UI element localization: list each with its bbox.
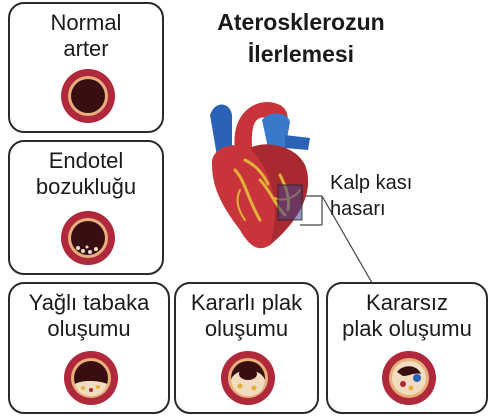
stage-panel-fatty-streak: Yağlı tabaka oluşumu: [8, 282, 170, 414]
title-line-2: İlerlemesi: [186, 38, 416, 70]
heart-label-line-1: Kalp kası: [330, 170, 412, 196]
title-line-1: Aterosklerozun: [186, 6, 416, 38]
stage-label-line-1: Normal: [10, 10, 162, 36]
unstable-plaque-artery-icon: [381, 350, 437, 406]
stable-plaque-artery-icon: [220, 350, 276, 406]
stage-label: Yağlı tabaka oluşumu: [10, 290, 168, 342]
stage-panel-endothelial-dysfunction: Endotel bozukluğu: [8, 140, 164, 275]
stage-label-line-2: oluşumu: [176, 316, 317, 342]
stage-label-line-2: bozukluğu: [10, 174, 162, 200]
stage-panel-stable-plaque: Kararlı plak oluşumu: [174, 282, 319, 414]
endothelial-dysfunction-artery-icon: [60, 210, 116, 266]
stage-panel-normal-artery: Normal arter: [8, 2, 164, 133]
heart-damage-label: Kalp kası hasarı: [330, 170, 412, 222]
stage-label-line-2: arter: [10, 36, 162, 62]
stage-label-line-1: Kararsız: [328, 290, 486, 316]
stage-label-line-1: Yağlı tabaka: [10, 290, 168, 316]
stage-label-line-2: plak oluşumu: [328, 316, 486, 342]
fatty-streak-artery-icon: [63, 350, 119, 406]
stage-label: Kararsız plak oluşumu: [328, 290, 486, 342]
normal-artery-icon: [60, 68, 116, 124]
stage-label: Kararlı plak oluşumu: [176, 290, 317, 342]
stage-label-line-2: oluşumu: [10, 316, 168, 342]
stage-label: Endotel bozukluğu: [10, 148, 162, 200]
heart-illustration: [190, 80, 320, 255]
heart-label-line-2: hasarı: [330, 196, 412, 222]
stage-panel-unstable-plaque: Kararsız plak oluşumu: [326, 282, 488, 414]
page-title: Aterosklerozun İlerlemesi: [186, 6, 416, 70]
stage-label: Normal arter: [10, 10, 162, 62]
stage-label-line-1: Kararlı plak: [176, 290, 317, 316]
stage-label-line-1: Endotel: [10, 148, 162, 174]
